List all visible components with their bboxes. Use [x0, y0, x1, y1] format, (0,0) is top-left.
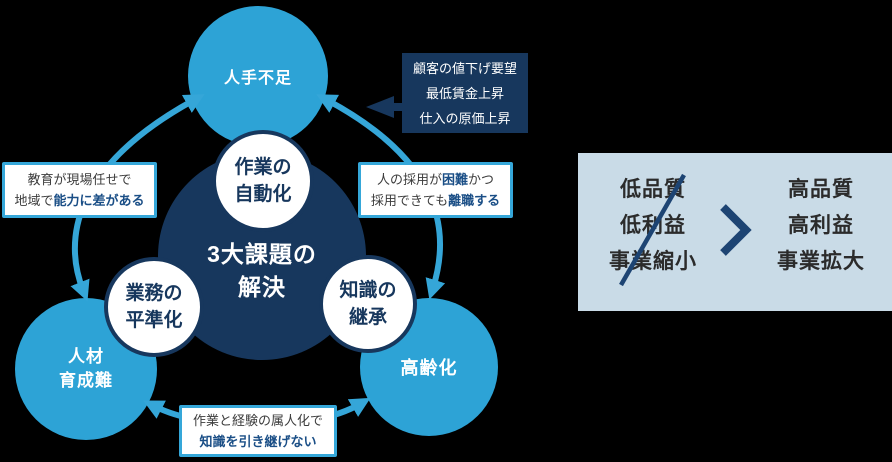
education-line1-text: 教育が現場任せで: [27, 172, 132, 187]
solution-standardization-line1: 業務の: [125, 283, 183, 304]
knowledge-line1-text: 作業と経験の属人化で: [192, 413, 323, 428]
education-line2-em: 能力に差がある: [53, 193, 145, 208]
callout-external-pressures: 顧客の値下げ要望 最低賃金上昇 仕入の原価上昇: [402, 53, 528, 133]
chevron-right-icon: [720, 204, 752, 256]
education-line1: 教育が現場任せで: [27, 169, 131, 190]
outcome-before-column: 低品質 低利益 事業縮小: [588, 153, 718, 311]
after-item-business: 事業拡大: [777, 250, 865, 273]
pressure-line1: 顧客の値下げ要望: [412, 60, 517, 76]
solution-succession-line2: 継承: [348, 307, 387, 328]
knowledge-line2-em: 知識を引き継げない: [199, 434, 317, 449]
hiring-line2: 採用できても離職する: [371, 190, 500, 211]
problem-label-training-line1: 人材: [68, 347, 104, 366]
hiring-line2-em: 離職する: [448, 193, 501, 208]
solution-circle-standardization: 業務の 平準化: [104, 257, 204, 357]
outcome-panel: 低品質 低利益 事業縮小 高品質 高利益 事業拡大: [578, 153, 892, 311]
solution-succession-line1: 知識の: [339, 280, 397, 301]
education-line2-normal: 地域で: [14, 193, 54, 208]
arrow-pressures-icon: [366, 96, 402, 118]
knowledge-line1: 作業と経験の属人化で: [193, 410, 323, 431]
problem-label-aging: 高齢化: [400, 358, 458, 378]
outcome-after-column: 高品質 高利益 事業拡大: [756, 153, 886, 311]
problem-label-labor-shortage: 人手不足: [223, 70, 292, 87]
before-item-quality: 低品質: [620, 178, 686, 201]
center-title-line1: 3大課題の: [207, 241, 317, 267]
education-line2: 地域で能力に差がある: [14, 190, 144, 211]
hiring-line2-normal: 採用できても: [370, 193, 449, 208]
center-title-line2: 解決: [238, 274, 286, 300]
solution-circle-automation: 作業の 自動化: [212, 130, 314, 232]
problem-label-training-line2: 育成難: [59, 371, 113, 390]
pressure-line2: 最低賃金上昇: [425, 85, 504, 101]
callout-education: 教育が現場任せで 地域で能力に差がある: [2, 162, 157, 218]
solution-standardization-line2: 平準化: [125, 310, 183, 331]
callout-knowledge: 作業と経験の属人化で 知識を引き継げない: [179, 405, 337, 457]
solution-circle-succession: 知識の 継承: [319, 255, 417, 353]
hiring-line1: 人の採用が困難かつ: [377, 169, 494, 190]
hiring-line1-em: 困難: [441, 172, 468, 187]
after-item-quality: 高品質: [788, 178, 854, 201]
hiring-line1-post: かつ: [468, 172, 495, 187]
before-item-profit: 低利益: [620, 214, 686, 237]
after-item-profit: 高利益: [788, 214, 854, 237]
solution-automation-line1: 作業の: [234, 157, 292, 178]
problem-circle-labor-shortage: 人手不足: [188, 6, 328, 146]
pressure-line3: 仕入の原価上昇: [419, 110, 511, 126]
callout-hiring: 人の採用が困難かつ 採用できても離職する: [358, 162, 513, 218]
knowledge-line2: 知識を引き継げない: [199, 431, 316, 452]
before-item-business: 事業縮小: [609, 250, 697, 273]
solution-automation-line2: 自動化: [234, 184, 292, 205]
hiring-line1-pre: 人の採用が: [376, 172, 442, 187]
